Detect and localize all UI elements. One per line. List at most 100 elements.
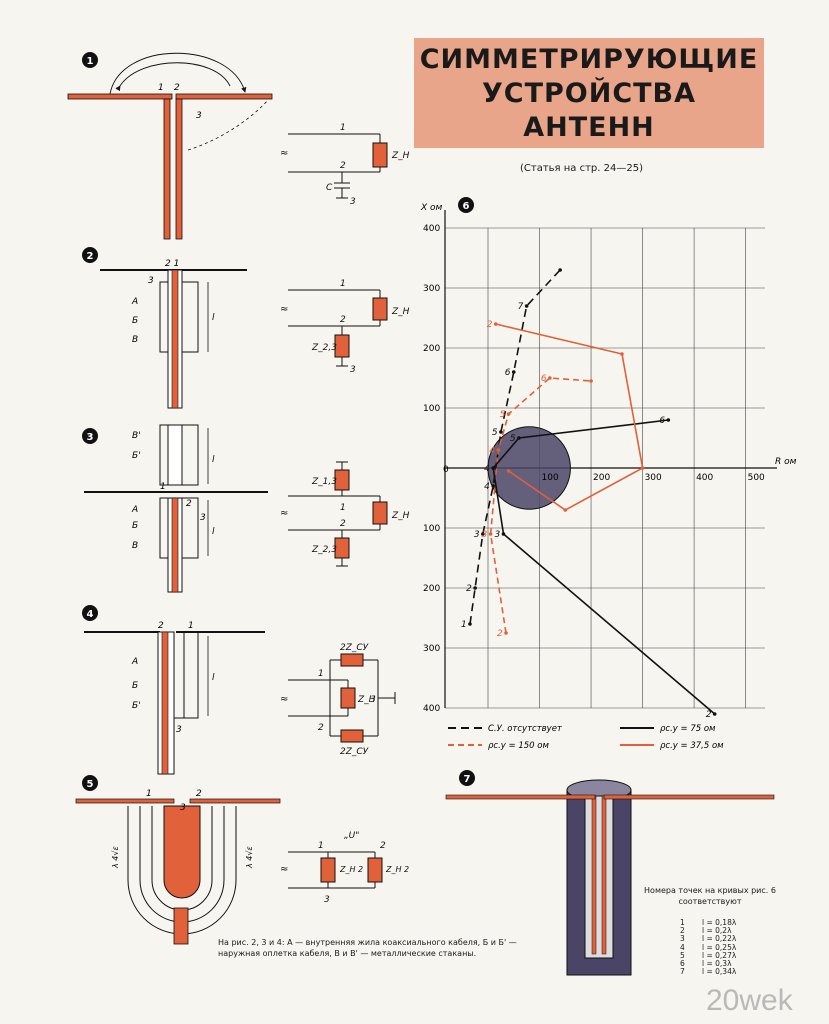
circuit-5: „U" Z_Н 2 Z_Н 2 1 2 3 — [288, 831, 409, 905]
series-point — [666, 418, 671, 422]
point-label: 5 — [510, 434, 516, 444]
y-tick-label: 200 — [423, 344, 440, 354]
series-point — [640, 466, 645, 470]
fig1-right-arm — [175, 93, 273, 100]
fig3-3: 3 — [200, 513, 206, 523]
c3-1: 1 — [340, 503, 346, 513]
fig3-l-top: l — [212, 455, 215, 465]
points-table-number: 4 — [680, 942, 685, 952]
series-point — [506, 469, 511, 473]
fig4-1: 1 — [188, 621, 194, 631]
legend-label: ρс.у = 150 ом — [488, 741, 549, 751]
fig2-l: l — [212, 313, 215, 323]
fig3-Bp: Б' — [132, 451, 141, 461]
figure-1: 1 1 2 3 — [67, 52, 273, 240]
points-table-title: Номера точек на кривых рис. 6 соответств… — [644, 886, 776, 906]
fig5-3: 3 — [180, 803, 186, 813]
points-table-value: l = 0,25λ — [702, 942, 737, 952]
fig3-2: 2 — [186, 499, 192, 509]
fig3-number: 3 — [87, 432, 94, 443]
points-table-value: l = 0,3λ — [702, 959, 732, 968]
fig4-A: А — [131, 657, 138, 667]
x-tick-label: 400 — [696, 473, 713, 483]
point-label: 6 — [541, 374, 547, 384]
fig3-A: А — [131, 505, 138, 515]
fig1-label-1: 1 — [158, 83, 164, 93]
y-axis-label: X ом — [420, 203, 443, 213]
c3-z13: Z_1,3 — [311, 477, 337, 487]
fig2-B: Б — [132, 316, 138, 326]
series-point — [712, 712, 717, 716]
circuit-3: Z_1,3 Z_2,3 Z_Н 1 2 — [288, 461, 410, 567]
points-table-row: 4 l = 0,25λ — [680, 943, 736, 952]
figure-4: 4 l А Б Б' 2 1 3 — [82, 605, 265, 775]
series-point — [473, 586, 477, 590]
y-tick-label: 400 — [423, 704, 440, 714]
point-label: 2 — [706, 710, 712, 720]
x-tick-label: 500 — [748, 473, 765, 483]
fig4-2: 2 — [158, 621, 164, 631]
x-tick-label: 300 — [645, 473, 662, 483]
fig6-badge — [458, 197, 474, 213]
title-box: СИММЕТРИРУЮЩИЕ УСТРОЙСТВА АНТЕНН — [414, 38, 764, 148]
figure-2: 2 l 2 1 3 А Б В — [82, 247, 247, 409]
title-line-1: СИММЕТРИРУЮЩИЕ — [419, 44, 759, 75]
point-label: 4 — [484, 464, 490, 474]
c2-3: 3 — [350, 365, 356, 375]
points-table-number: 2 — [680, 926, 685, 936]
caption: На рис. 2, 3 и 4: А — внутренняя жила ко… — [218, 938, 517, 958]
c5-3: 3 — [324, 895, 330, 905]
points-table-number: 1 — [680, 918, 685, 927]
c1-label-c: С — [326, 183, 333, 193]
series-line — [469, 269, 561, 625]
fig3-V: В — [132, 541, 138, 551]
point-label: 2 — [497, 629, 503, 639]
fig3-Vp: В' — [132, 431, 141, 441]
c1-zn: Z_Н — [391, 151, 410, 161]
series-point — [524, 304, 529, 308]
fig1-label-3: 3 — [196, 111, 202, 121]
series-point — [506, 412, 511, 416]
figure-3: 3 l l В' Б' А Б В 1 2 3 — [82, 424, 268, 593]
fig1-inner-arrow — [115, 62, 231, 92]
c3-z23: Z_2,3 — [311, 545, 337, 555]
c5-u: „U" — [344, 831, 359, 841]
fig5-number: 5 — [87, 779, 94, 790]
legend-label: ρс.у = 75 ом — [660, 724, 716, 734]
points-table-row: 1 l = 0,18λ — [680, 918, 736, 927]
series-point — [563, 508, 568, 512]
fig4-3: 3 — [176, 725, 182, 735]
c4-zzsy-bot: 2Z_СУ — [340, 747, 369, 757]
fig4-Bp: Б' — [132, 701, 141, 711]
y-tick-label: 200 — [423, 584, 440, 594]
legend-label: С.У. отсутствует — [488, 724, 563, 734]
points-table-value: l = 0,22λ — [702, 934, 737, 944]
c2-z23: Z_2,3 — [311, 343, 337, 353]
x-tick-label: 200 — [593, 473, 610, 483]
series-point — [481, 532, 485, 536]
fig2-V: В — [132, 335, 138, 345]
x-axis-label: R ом — [775, 457, 797, 467]
svg-text:≈: ≈ — [280, 694, 288, 705]
fig3-l-bot: l — [212, 527, 215, 537]
series-point — [499, 430, 503, 434]
points-table-number: 6 — [680, 959, 685, 968]
fig7-slot — [584, 795, 614, 959]
svg-text:≈: ≈ — [280, 304, 288, 315]
points-table-row: 6 l = 0,3λ — [680, 959, 732, 968]
points-table-value: l = 0,18λ — [702, 918, 737, 927]
c4-zzsy-top: 2Z_СУ — [340, 643, 369, 653]
fig4-B: Б — [132, 681, 138, 691]
source-symbols: ≈ ≈ ≈ ≈ ≈ — [280, 148, 288, 875]
series-point — [491, 466, 495, 470]
y-tick-label: 300 — [423, 644, 440, 654]
fig4-number: 4 — [87, 609, 94, 620]
y-tick-label: 100 — [423, 404, 440, 414]
fig1-field-line — [187, 99, 269, 151]
fig1-top-arrow — [109, 52, 247, 95]
point-label: 4 — [489, 446, 495, 456]
fig7-number: 7 — [464, 774, 471, 785]
fig5-2: 2 — [196, 789, 202, 799]
